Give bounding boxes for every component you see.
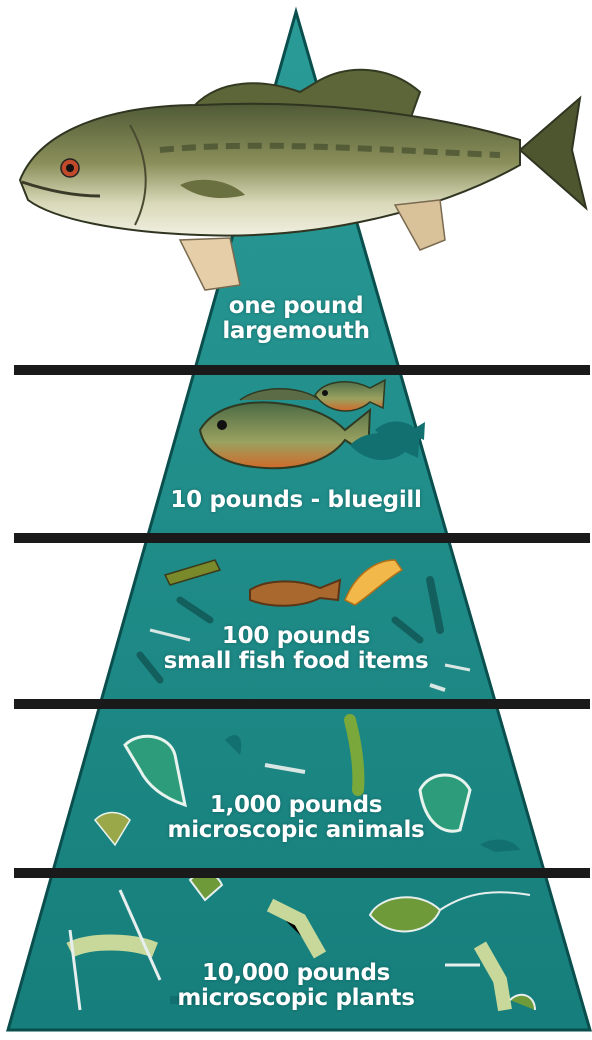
level-label-line: 100 pounds	[0, 624, 592, 649]
level-divider	[14, 533, 590, 543]
level-label-line: largemouth	[0, 319, 592, 344]
level-label-line: 1,000 pounds	[0, 793, 592, 818]
level-label-line: microscopic plants	[0, 986, 592, 1011]
level-divider	[14, 699, 590, 709]
level-label-fish-food: 100 pounds small fish food items	[0, 624, 592, 674]
level-label-line: one pound	[0, 294, 592, 319]
level-label-microscopic-plants: 10,000 pounds microscopic plants	[0, 961, 592, 1011]
level-label-line: 10 pounds - bluegill	[0, 488, 592, 513]
level-divider	[14, 365, 590, 375]
level-label-microscopic-animals: 1,000 pounds microscopic animals	[0, 793, 592, 843]
level-divider	[14, 868, 590, 878]
level-label-bluegill: 10 pounds - bluegill	[0, 488, 592, 513]
level-label-line: 10,000 pounds	[0, 961, 592, 986]
level-label-line: small fish food items	[0, 649, 592, 674]
level-label-largemouth: one pound largemouth	[0, 294, 592, 344]
level-label-line: microscopic animals	[0, 818, 592, 843]
